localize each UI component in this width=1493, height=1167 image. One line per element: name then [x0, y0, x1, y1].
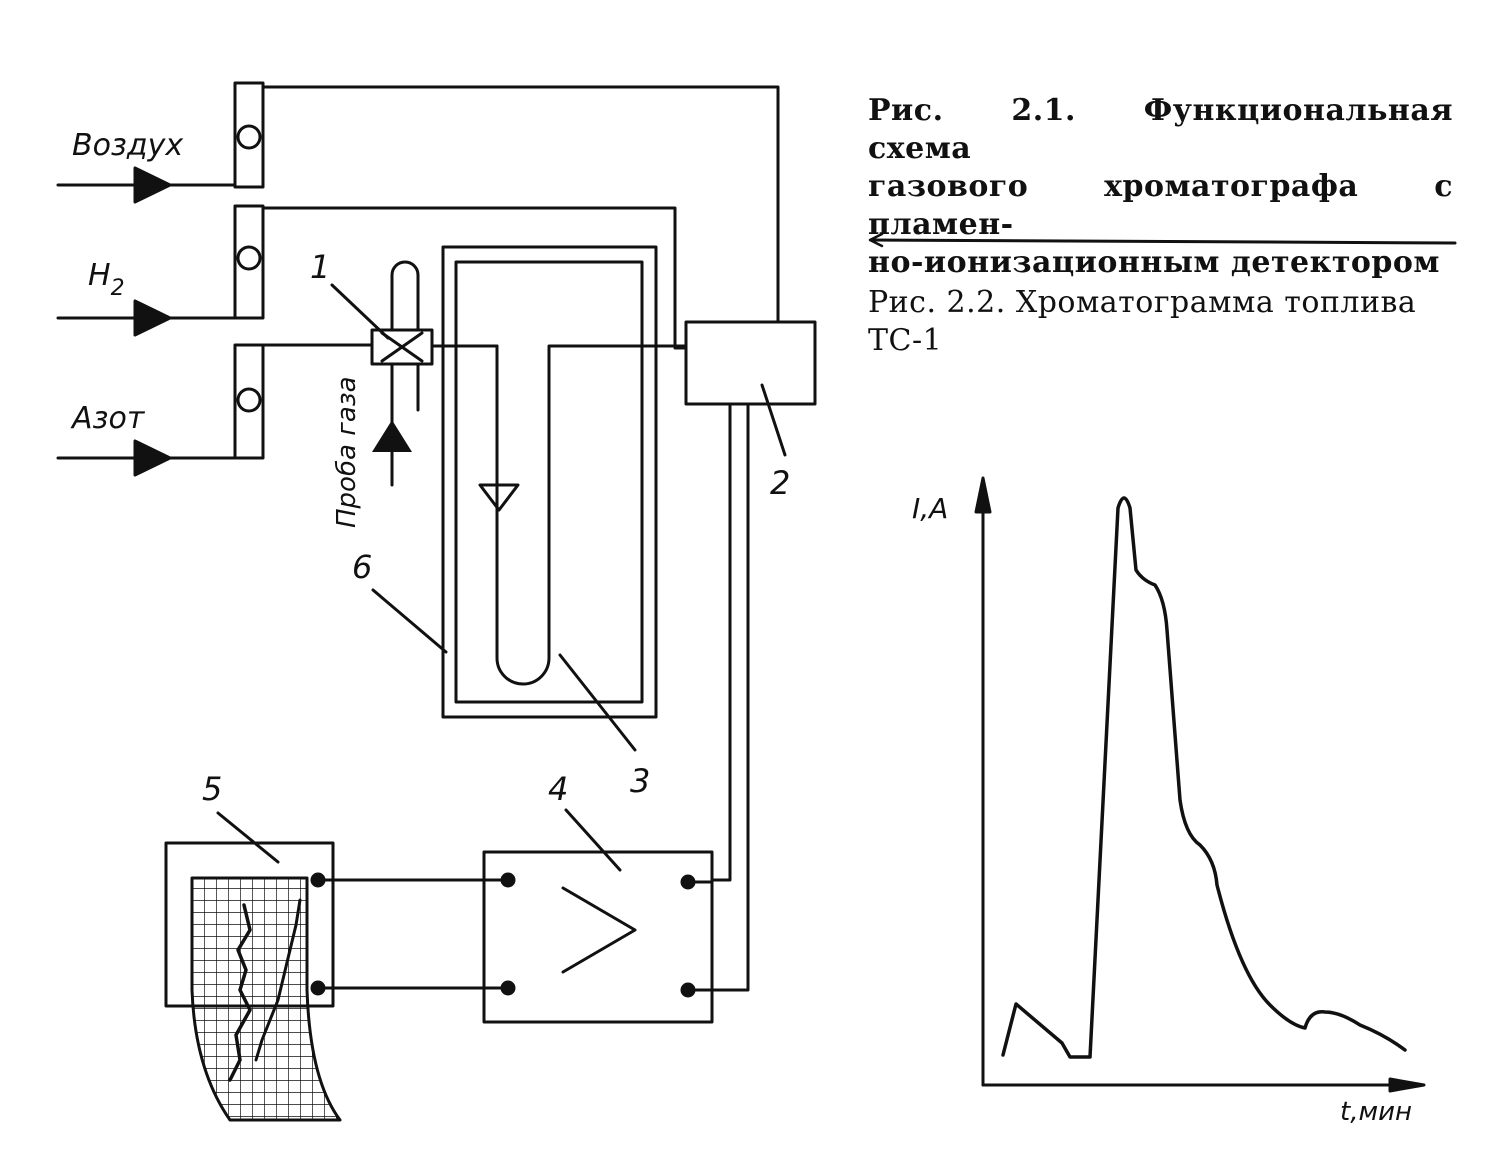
hydrogen-flow-regulator — [233, 204, 265, 320]
column-flow-arrow — [478, 483, 520, 512]
callout-line-4 — [564, 808, 622, 872]
flame-ionization-detector — [684, 320, 817, 406]
nitrogen-label: Азот — [70, 401, 146, 436]
recorder-chart-paper — [190, 876, 342, 1122]
chromatogram-trace — [1001, 496, 1407, 1059]
callout-line-2 — [760, 383, 787, 457]
caption-line: ТС-1 — [868, 323, 943, 358]
hydrogen-supply-line — [261, 206, 688, 350]
callout-6: 6 — [352, 548, 372, 586]
caption-divider — [870, 238, 1457, 245]
caption-line: Рис. 2.1. Функциональная схема — [868, 93, 1453, 166]
sample-label: Проба газа — [332, 376, 362, 528]
detector-signal-wire-a — [710, 402, 732, 882]
air-flow-regulator — [233, 81, 265, 189]
caption-line: Рис. 2.2. Хроматограмма топлива — [868, 285, 1417, 320]
sample-dosing-valve — [370, 260, 434, 487]
air-label: Воздух — [72, 128, 183, 163]
column-thermostat — [441, 245, 658, 719]
detector-signal-wire-b — [710, 402, 750, 992]
amplifier — [482, 850, 714, 1024]
callout-1: 1 — [310, 248, 330, 286]
terminal-dots — [310, 872, 696, 998]
chromatogram-x-label: t,мин — [1340, 1097, 1412, 1127]
air-supply-line — [261, 85, 780, 324]
callout-3: 3 — [630, 762, 650, 800]
chromatographic-column — [495, 344, 688, 686]
hydrogen-input-line — [56, 299, 237, 337]
caption-line: но-ионизационным детектором — [868, 245, 1440, 280]
callout-line-6 — [371, 588, 448, 654]
figure-2-1-caption: Рис. 2.1. Функциональная схема газового … — [868, 92, 1453, 282]
callout-5: 5 — [202, 770, 222, 808]
figure-2-2-caption: Рис. 2.2. Хроматограмма топлива ТС-1 — [868, 284, 1453, 360]
nitrogen-input-line — [56, 439, 237, 477]
callout-line-1 — [330, 283, 390, 340]
recorder — [164, 841, 342, 1122]
hydrogen-label: H2 — [88, 258, 125, 301]
air-input-line — [56, 166, 237, 204]
callout-4: 4 — [548, 770, 568, 808]
callout-line-3 — [558, 653, 637, 752]
caption-line: газового хроматографа с пламен- — [868, 169, 1453, 242]
callout-2: 2 — [770, 464, 790, 502]
chromatogram-y-label: I,A — [912, 492, 948, 525]
callout-line-5 — [216, 811, 280, 864]
nitrogen-flow-regulator — [233, 343, 265, 460]
recorder-trace — [228, 903, 252, 1082]
